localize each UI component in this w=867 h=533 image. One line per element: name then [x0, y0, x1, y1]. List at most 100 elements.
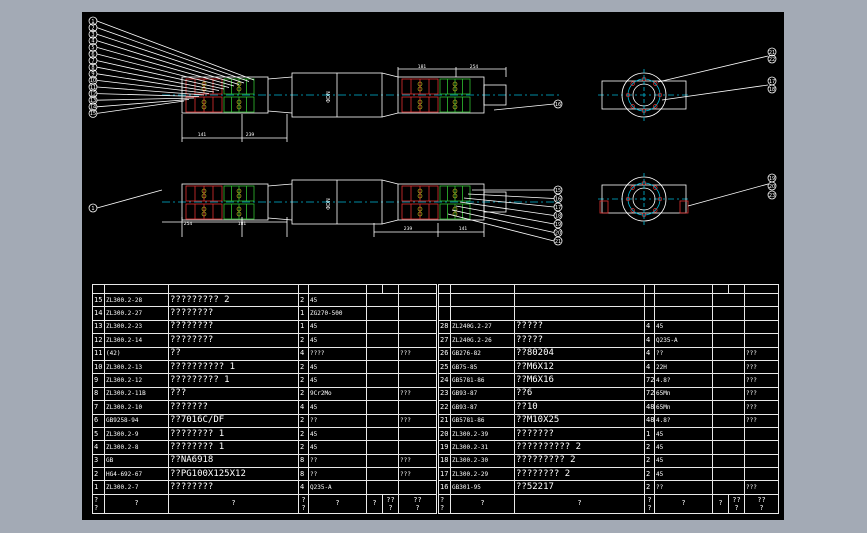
bom-footer-text: ? [94, 503, 99, 512]
bom-cell-rem: ??? [744, 480, 779, 495]
bom-footer-row: ?????????????? [92, 493, 437, 514]
balloon-label: 7 [91, 58, 94, 64]
roller-icon [236, 99, 242, 105]
bom-cell-code: ZL300.2-9 [104, 426, 169, 442]
balloon-label: 9 [91, 72, 94, 78]
bom-header-cell [104, 284, 169, 294]
balloon-label: 20 [555, 230, 561, 236]
roll-neck [381, 219, 399, 225]
bom-cell-qty [644, 306, 655, 321]
bom-footer-cell: ? [104, 493, 169, 514]
clamp-left [599, 200, 609, 214]
bom-cell-qty: 4 [644, 359, 655, 375]
bom-cell-w [712, 373, 745, 388]
bolt-hole-icon [657, 196, 663, 202]
bom-cell-w [712, 359, 745, 375]
bolt-hole-icon [630, 208, 635, 213]
balloon-label: 22 [769, 57, 775, 63]
bom-cell-w [366, 440, 399, 455]
roller-icon [417, 193, 423, 199]
roller-icon [201, 206, 207, 212]
bom-cell-no [438, 292, 451, 308]
bom-cell-mat: 9Cr2Mo [308, 386, 367, 402]
bom-footer-cell: ??? [398, 493, 437, 514]
bolt-hole-icon [630, 185, 635, 190]
roll-neck [381, 179, 399, 185]
bom-cell-rem: ??? [744, 346, 779, 361]
leader-line [447, 213, 555, 242]
balloon-label: 6 [91, 52, 94, 58]
bom-cell-w [712, 319, 745, 335]
leader-line [96, 53, 230, 88]
leader-line [661, 84, 769, 101]
bom-cell-w [366, 453, 399, 469]
bom-cell-name: ???????? [168, 306, 299, 321]
bom-cell-rem: ??? [744, 400, 779, 415]
bom-cell-code: ZL300.2-14 [104, 333, 169, 348]
balloon-label: 18 [555, 213, 561, 219]
bom-header-cell [712, 284, 729, 294]
bom-footer-text: ? [440, 495, 445, 504]
bom-cell-code: ZL300.2-8 [104, 440, 169, 455]
bom-cell-rem [744, 426, 779, 442]
balloon-label: 15 [555, 188, 561, 194]
leader-line [96, 93, 200, 97]
bom-header-cell [398, 284, 437, 294]
bom-cell-mat: 45 [308, 426, 367, 442]
bom-footer-text: ? [372, 499, 377, 508]
bom-cell-qty: 1 [644, 426, 655, 442]
bom-cell-code: ZL300.2-23 [104, 319, 169, 335]
bom-cell-mat: ?? [308, 467, 367, 482]
leader-line [96, 33, 245, 84]
bom-cell-w [712, 386, 745, 402]
bom-footer-text: ? [577, 499, 582, 508]
bolt-hole-icon [630, 104, 635, 109]
bom-cell-qty: 8 [298, 467, 309, 482]
bom-header-cell [654, 284, 713, 294]
bom-header-cell [382, 284, 399, 294]
dimension-text: 181 [418, 64, 427, 70]
bom-cell-code: GB93-87 [450, 400, 515, 415]
balloon-label: 17 [769, 79, 775, 85]
bom-header-cell [168, 284, 299, 294]
bom-cell-qty: 48 [644, 413, 655, 428]
roll-neck [267, 183, 293, 187]
bom-cell-rem [398, 306, 437, 321]
bom-cell-code [450, 306, 515, 321]
bom-cell-qty: 4 [644, 319, 655, 335]
bom-footer-row: ?????????????? [438, 493, 779, 514]
bom-cell-rem [744, 453, 779, 469]
bom-header-cell [744, 284, 779, 294]
dimension-text: 254 [470, 64, 479, 70]
bom-cell-rem [398, 400, 437, 415]
balloon-label: 1 [91, 19, 94, 25]
bom-header-row [438, 284, 779, 294]
bom-cell-no [438, 306, 451, 321]
bom-cell-name: ??52217 [514, 480, 645, 495]
roll-neck [381, 112, 399, 118]
bom-cell-no: 6 [92, 413, 105, 428]
bom-cell-code: GB276-82 [450, 346, 515, 361]
bom-header-cell [366, 284, 383, 294]
bom-footer-cell: ?? [298, 493, 309, 514]
bom-cell-code: GB5781-86 [450, 373, 515, 388]
bom-cell-rem [744, 306, 779, 321]
bom-cell-no: 4 [92, 440, 105, 455]
bom-footer-text: ? [480, 499, 485, 508]
roller-icon [417, 99, 423, 105]
bom-footer-cell: ? [712, 493, 729, 514]
bom-cell-code: ZL300.2-7 [104, 480, 169, 495]
bom-cell-name: ??? [168, 386, 299, 402]
bom-cell-rem: ??? [398, 346, 437, 361]
dimension-text: 141 [198, 132, 207, 138]
